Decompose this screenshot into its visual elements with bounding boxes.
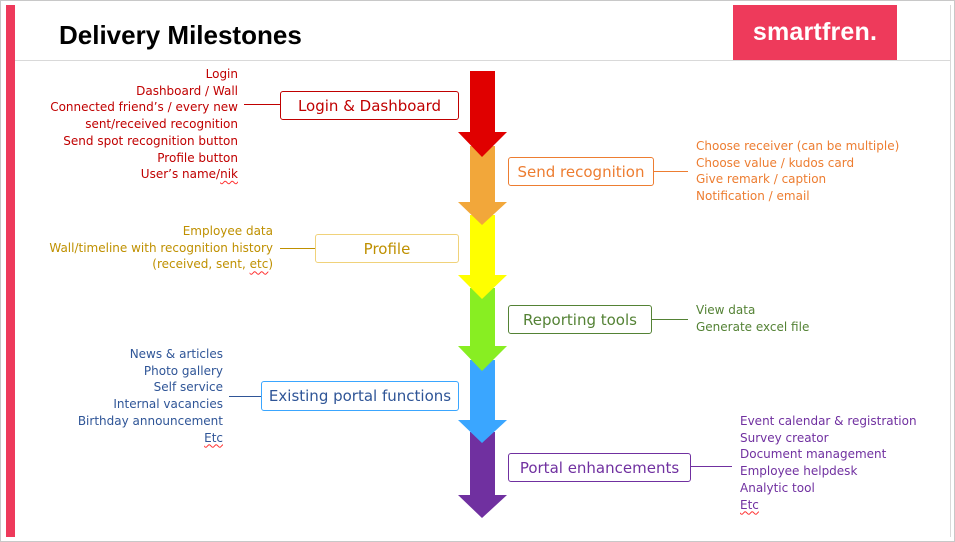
arrow-segment-red [458,71,507,157]
arrow-segment-blue [458,360,507,443]
connector-profile [280,248,315,249]
reporting-tools-features: View data Generate excel file [696,302,809,335]
arrow-segment-yellow [458,215,507,299]
feature-item: sent/received recognition [85,117,238,132]
portal-enhancements-features: Event calendar & registration Survey cre… [740,413,917,513]
feature-item: Etc [204,430,223,445]
send-recognition-features: Choose receiver (can be multiple) Choose… [696,138,899,205]
milestone-send-recognition: Send recognition [508,157,654,186]
feature-item: Generate excel file [696,319,810,334]
feature-item: Connected friend’s / every new [50,100,238,115]
slide-title: Delivery Milestones [59,20,302,50]
feature-item: Document management [740,447,887,462]
login-dashboard-features: Login Dashboard / Wall Connected friend’… [50,66,238,183]
connector-portal-enhancements [691,466,732,467]
feature-item: Internal vacancies [113,397,223,412]
feature-item: Choose receiver (can be multiple) [696,139,900,153]
milestone-profile: Profile [315,234,459,263]
feature-item: Photo gallery [143,363,223,378]
feature-item: Choose value / kudos card [696,155,855,170]
arrow-segment-green [458,288,507,371]
existing-portal-features: News & articles Photo gallery Self servi… [60,346,223,446]
right-divider [950,5,951,537]
feature-item: Analytic tool [740,480,815,495]
brand-accent-bar [6,5,15,537]
feature-item: Notification / email [696,189,810,204]
feature-item: News & articles [129,347,223,361]
connector-reporting [652,319,688,320]
connector-existing-portal [229,396,261,397]
feature-item: Survey creator [740,430,829,445]
feature-item: Dashboard / Wall [136,83,238,98]
feature-item: View data [696,303,756,317]
smartfren-logo: smartfren. [733,5,897,60]
feature-item: (received, sent, etc) [152,257,273,272]
arrow-segment-purple [458,432,507,518]
feature-item: Profile button [157,150,238,165]
feature-item: Login [205,67,238,81]
feature-item: Send spot recognition button [63,133,238,148]
milestone-existing-portal-functions: Existing portal functions [261,381,459,411]
feature-item: Employee data [182,224,273,238]
feature-item: Employee helpdesk [740,464,858,479]
connector-login [244,104,280,105]
feature-item: Give remark / caption [696,172,827,187]
profile-features: Employee data Wall/timeline with recogni… [40,223,273,273]
milestone-reporting-tools: Reporting tools [508,305,652,334]
arrow-segment-orange [458,146,507,225]
connector-send-recognition [654,171,688,172]
feature-item: Birthday announcement [77,413,223,428]
milestone-login-dashboard: Login & Dashboard [280,91,459,120]
feature-item: Self service [153,380,223,395]
header-divider [15,60,950,61]
feature-item: Etc [740,497,759,512]
feature-item: User’s name/nik [140,167,238,182]
milestone-portal-enhancements: Portal enhancements [508,453,691,482]
feature-item: Wall/timeline with recognition history [49,240,273,255]
feature-item: Event calendar & registration [740,414,917,428]
